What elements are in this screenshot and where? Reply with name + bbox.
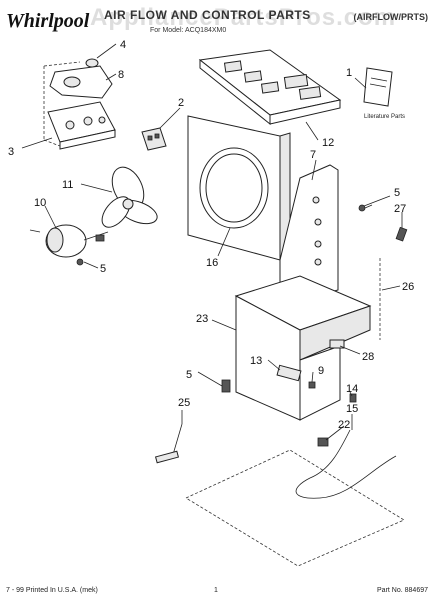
callout-1: 1	[346, 67, 352, 79]
part-2-switch	[141, 127, 167, 151]
callout-11: 11	[62, 179, 73, 191]
part-8-control-cover	[49, 65, 113, 99]
part-5-screw-lower	[221, 379, 231, 393]
callout-2: 2	[178, 97, 184, 109]
part-15-power-cord	[295, 429, 397, 499]
part-4-knob	[85, 58, 99, 68]
callout-5-lower: 5	[186, 369, 192, 381]
callout-23: 23	[196, 313, 208, 325]
base-pan-outline	[185, 449, 405, 567]
part-3-control-panel	[47, 101, 116, 150]
part-9-screw	[308, 381, 316, 389]
callout-10: 10	[34, 197, 46, 209]
callout-5-right: 5	[394, 187, 400, 199]
callout-12: 12	[322, 137, 334, 149]
literature-parts-label: Literature Parts	[364, 114, 405, 120]
watermark: AppliancePartsPros.com	[90, 4, 397, 31]
callout-7: 7	[310, 149, 316, 161]
callout-14: 14	[346, 383, 358, 395]
callout-27: 27	[394, 203, 406, 215]
part-28-clip	[329, 339, 345, 349]
callout-8: 8	[118, 69, 124, 81]
part-22-strain-relief	[317, 437, 329, 447]
part-5-nut-left	[76, 258, 84, 266]
callout-26: 26	[402, 281, 414, 293]
callout-16: 16	[206, 257, 218, 269]
model-subtitle: For Model: ACQ184XM0	[150, 27, 227, 34]
part-14-screw	[349, 393, 357, 403]
part-23-base-box	[234, 275, 372, 421]
callout-3: 3	[8, 146, 14, 158]
callout-28: 28	[362, 351, 374, 363]
page-title: AIR FLOW AND CONTROL PARTS	[104, 8, 311, 22]
callout-25: 25	[178, 397, 190, 409]
footer-page-number: 1	[214, 587, 218, 594]
callout-9: 9	[318, 365, 324, 377]
part-27-screw	[395, 226, 408, 242]
footer-part-number: Part No. 884697	[377, 587, 428, 594]
part-10-motor	[29, 224, 109, 258]
callout-22: 22	[338, 419, 350, 431]
callout-5-left: 5	[100, 263, 106, 275]
section-code: (AIRFLOW/PRTS)	[353, 12, 429, 22]
part-16-orifice-panel	[187, 115, 291, 261]
callout-13: 13	[250, 355, 262, 367]
whirlpool-logo: Whirlpool	[6, 10, 90, 32]
callout-4: 4	[120, 39, 126, 51]
part-5-screw-right	[358, 204, 373, 212]
part-25-tie-strap	[154, 423, 183, 464]
callout-15: 15	[346, 403, 358, 415]
part-13-capacitor	[276, 364, 302, 382]
part-12-top-cover	[198, 49, 342, 126]
part-1-literature	[363, 67, 393, 107]
part-11-fan-blade	[101, 166, 158, 228]
footer-printed: 7 - 99 Printed In U.S.A. (mek)	[6, 587, 98, 594]
